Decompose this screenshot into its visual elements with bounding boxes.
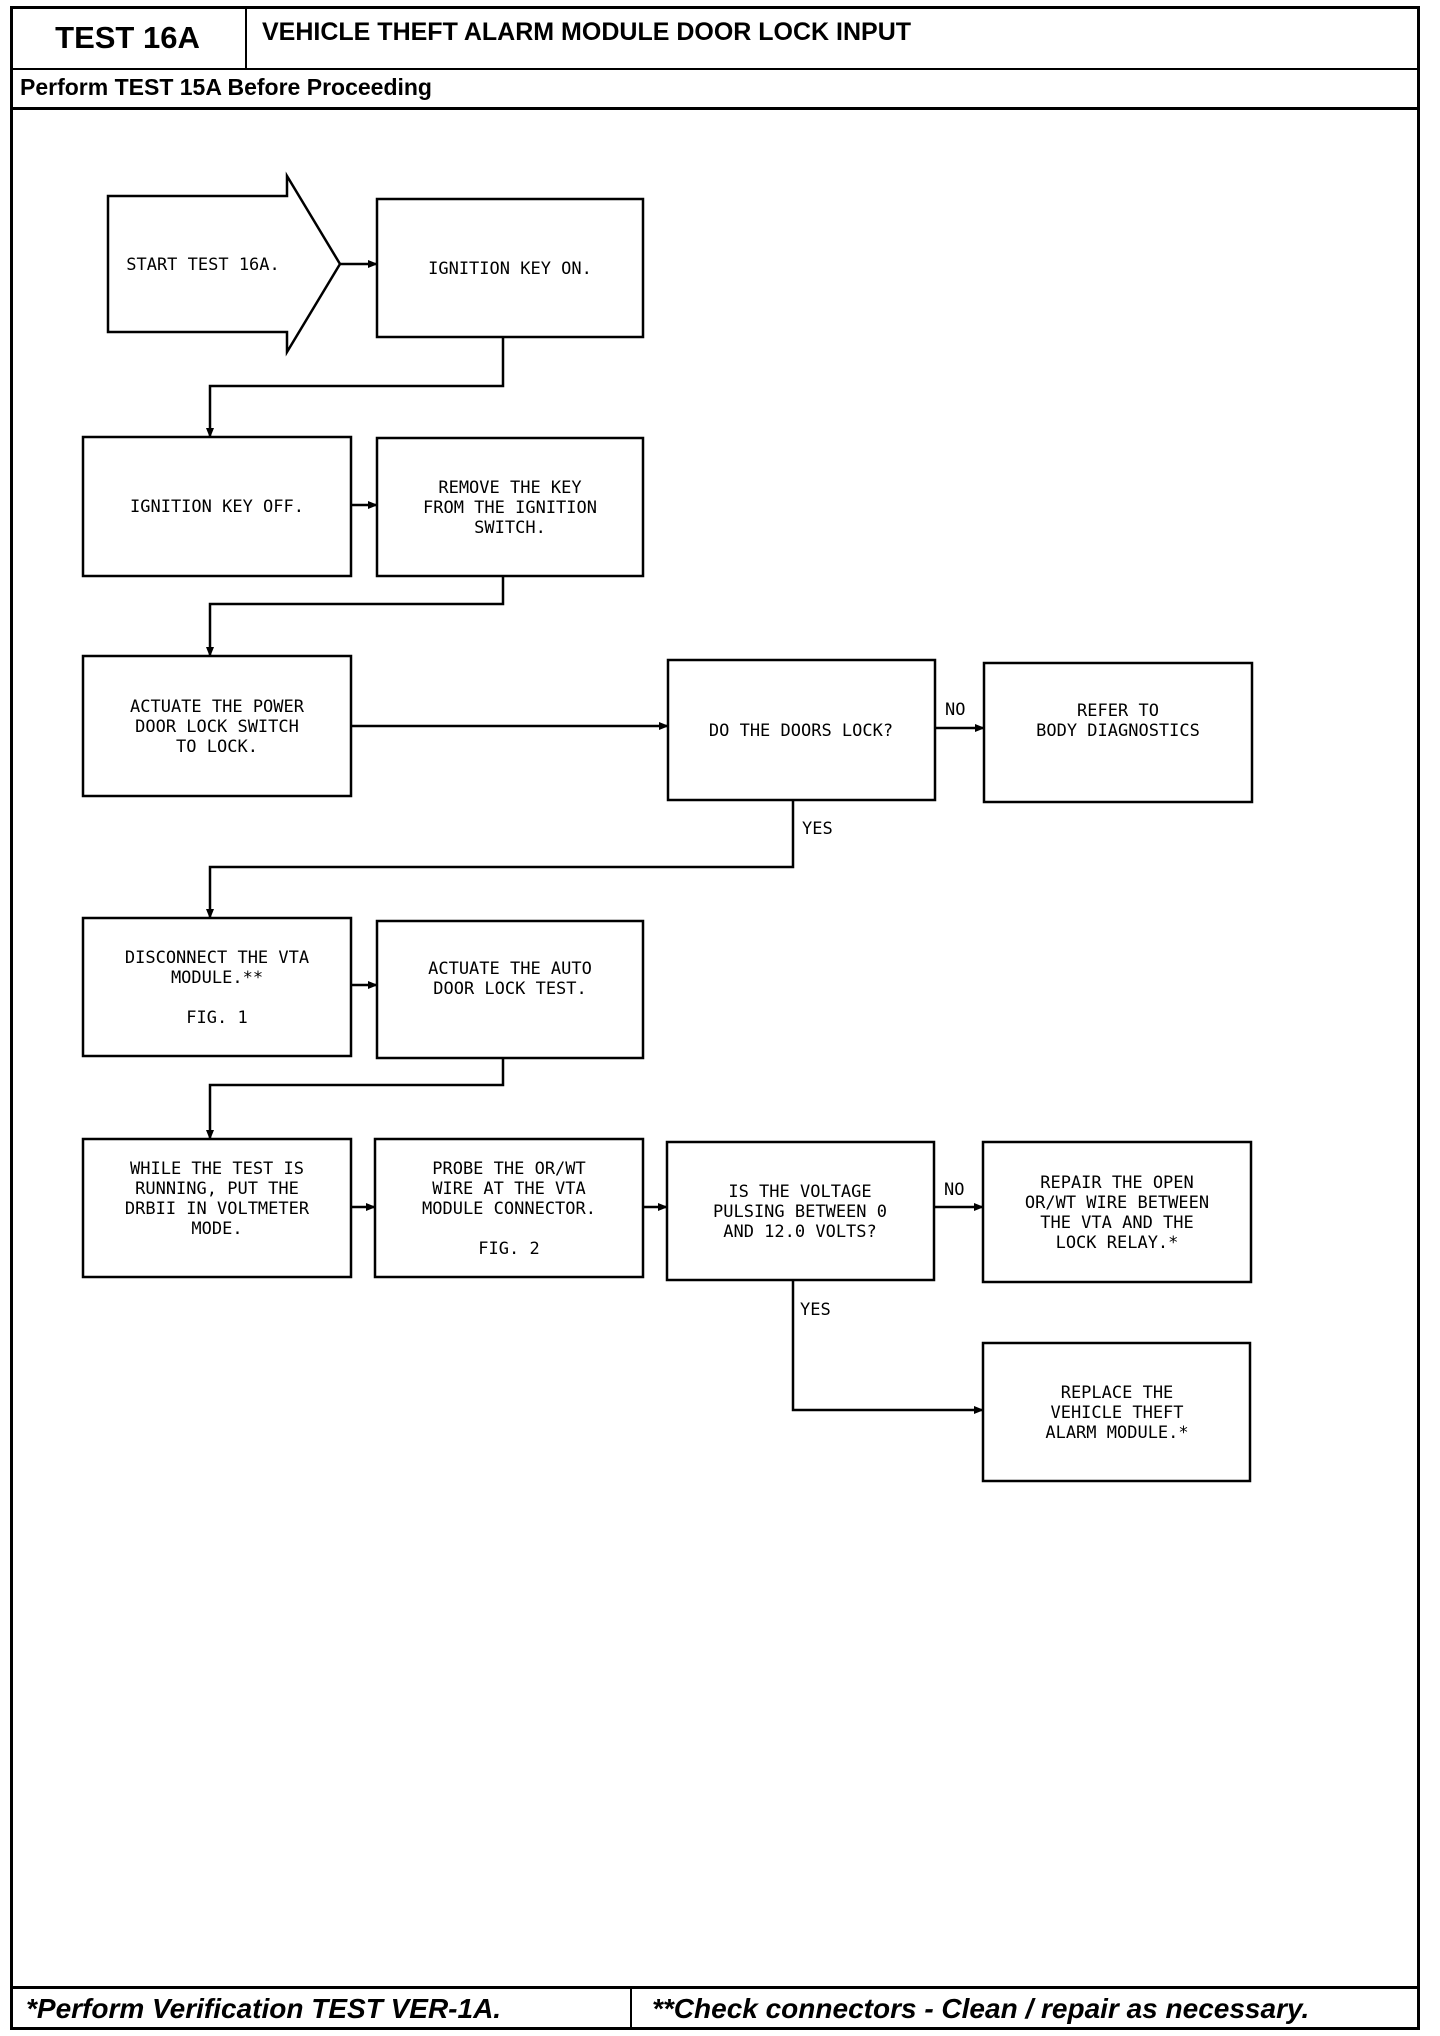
connector-auto-to-while (206, 1058, 505, 1140)
step-text-line: PROBE THE OR/WT (432, 1159, 586, 1179)
step-text-line: MODULE CONNECTOR. (422, 1199, 596, 1219)
step-text-line: SWITCH. (474, 518, 546, 538)
doors-lock-question-box (666, 658, 937, 802)
test-id: TEST 16A (10, 6, 247, 70)
subheader-divider (10, 107, 1420, 110)
step-text-line: FROM THE IGNITION (423, 498, 597, 518)
step-text-line: DOOR LOCK SWITCH (135, 717, 299, 737)
step-text-line: BODY DIAGNOSTICS (1036, 721, 1200, 741)
step-text-line: IGNITION KEY OFF. (130, 497, 304, 517)
step-text-line: DRBII IN VOLTMETER (125, 1199, 310, 1219)
step-text-line: IGNITION KEY ON. (428, 259, 592, 279)
connector-remove-key-to-actuate (206, 576, 505, 657)
footer-divider (630, 1986, 632, 2030)
replace-module-box (981, 1341, 1252, 1483)
disconnect-vta-box (81, 916, 353, 1058)
doors-no-label: NO (945, 700, 965, 720)
voltage-question-box (665, 1140, 936, 1282)
while-running-box (81, 1137, 353, 1279)
ignition-off-box (81, 435, 353, 578)
step-text-line: DO THE DOORS LOCK? (709, 721, 893, 741)
start-arrow-shape (106, 171, 342, 357)
step-text-line: REPAIR THE OPEN (1040, 1173, 1194, 1193)
actuate-lock-box (81, 654, 353, 798)
prerequisite-note: Perform TEST 15A Before Proceeding (20, 74, 432, 100)
step-text-line: FIG. 2 (478, 1239, 539, 1259)
step-text-line: REFER TO (1077, 701, 1159, 721)
step-text-line: ACTUATE THE POWER (130, 697, 305, 717)
step-text-line: REPLACE THE (1061, 1383, 1174, 1403)
step-text-line: FIG. 1 (186, 1008, 247, 1028)
footer-connectors-note: **Check connectors - Clean / repair as n… (652, 1993, 1310, 2024)
step-text-line: DOOR LOCK TEST. (433, 979, 587, 999)
step-text-line: MODE. (191, 1219, 242, 1239)
start-step-text: START TEST 16A. (126, 255, 280, 275)
connector-ign-on-to-ign-off (206, 337, 505, 438)
voltage-yes-label: YES (800, 1300, 831, 1320)
step-text-line: THE VTA AND THE (1040, 1213, 1194, 1233)
footer-row (10, 1986, 1420, 2030)
step-text-line: VEHICLE THEFT (1050, 1403, 1183, 1423)
repair-wire-box (981, 1140, 1253, 1284)
step-text-line: ALARM MODULE.* (1045, 1423, 1188, 1443)
voltage-no-label: NO (944, 1180, 964, 1200)
step-text-line: LOCK RELAY.* (1056, 1233, 1179, 1253)
step-text-line: WIRE AT THE VTA (432, 1179, 586, 1199)
probe-wire-box (373, 1137, 645, 1279)
connector-doors-yes (206, 800, 795, 919)
step-text-line: WHILE THE TEST IS (130, 1159, 304, 1179)
doors-lock-question-text: DO THE DOORS LOCK? (709, 721, 893, 741)
connector-voltage-yes (791, 1280, 984, 1414)
footer-verification-note: *Perform Verification TEST VER-1A. (26, 1993, 502, 2024)
step-text-line: START TEST 16A. (126, 255, 280, 275)
ignition-on-text: IGNITION KEY ON. (428, 259, 592, 279)
page-frame (10, 6, 1420, 2030)
remove-key-box (375, 436, 645, 578)
step-text-line: ACTUATE THE AUTO (428, 959, 592, 979)
step-text-line: TO LOCK. (176, 737, 258, 757)
step-text-line: RUNNING, PUT THE (135, 1179, 299, 1199)
test-title: VEHICLE THEFT ALARM MODULE DOOR LOCK INP… (262, 18, 912, 46)
step-text-line: OR/WT WIRE BETWEEN (1025, 1193, 1209, 1213)
ignition-on-box (375, 197, 645, 339)
step-text-line: AND 12.0 VOLTS? (723, 1222, 877, 1242)
flowchart: START TEST 16A. IGNITION KEY ON. IGNITIO… (81, 171, 1254, 1483)
step-text-line: IS THE VOLTAGE (728, 1182, 871, 1202)
ignition-off-text: IGNITION KEY OFF. (130, 497, 304, 517)
step-text-line: PULSING BETWEEN 0 (713, 1202, 887, 1222)
body-diagnostics-box (982, 661, 1254, 804)
step-text-line: MODULE.** (171, 968, 263, 988)
step-text-line: DISCONNECT THE VTA (125, 948, 309, 968)
step-text-line: REMOVE THE KEY (438, 478, 581, 498)
doors-yes-label: YES (802, 819, 833, 839)
auto-lock-test-box (375, 919, 645, 1060)
header-row (10, 6, 1420, 70)
